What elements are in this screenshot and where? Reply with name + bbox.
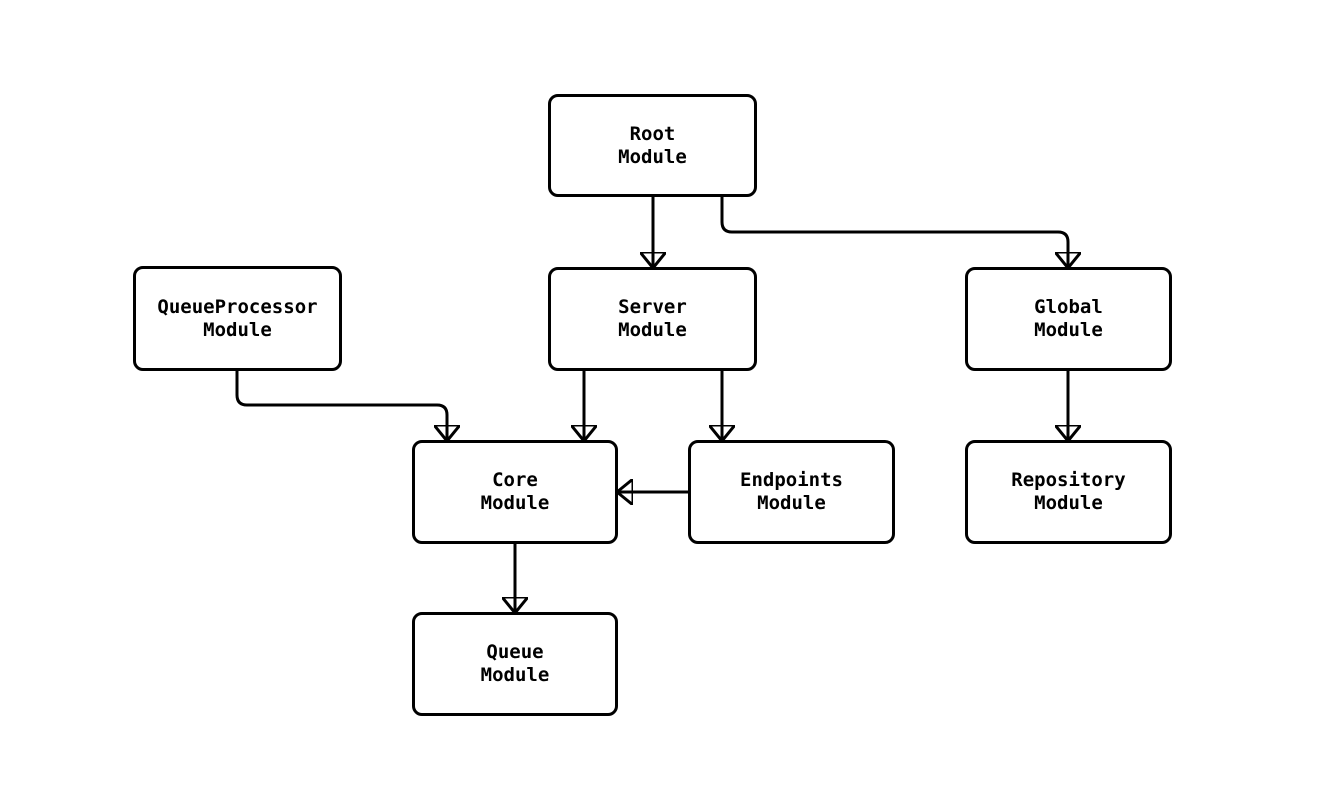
node-queue-module: Queue Module	[412, 612, 618, 716]
node-queueprocessor-module: QueueProcessor Module	[133, 266, 342, 371]
node-label-line1: Global	[1034, 296, 1103, 318]
node-label-line2: Module	[757, 492, 826, 514]
node-label-line1: Queue	[486, 641, 544, 663]
node-label-line1: QueueProcessor	[157, 295, 318, 318]
node-label-line1: Core	[492, 469, 538, 491]
node-label-line2: Module	[203, 318, 272, 341]
node-label-line2: Module	[480, 492, 550, 514]
node-global-module: Global Module	[965, 267, 1172, 371]
node-server-module: Server Module	[548, 267, 757, 371]
edge-root-to-global	[720, 197, 1068, 267]
node-label-line1: Endpoints	[740, 469, 843, 491]
node-label-line1: Server	[618, 296, 687, 318]
node-root-module: Root Module	[548, 94, 757, 197]
node-label-line1: Root	[629, 122, 676, 145]
node-core-module: Core Module	[412, 440, 618, 544]
node-endpoints-module: Endpoints Module	[688, 440, 895, 544]
node-label-line2: Module	[618, 319, 687, 341]
node-label-line1: Repository	[1011, 469, 1126, 491]
node-label-line2: Module	[1034, 492, 1103, 514]
node-label-line2: Module	[480, 664, 550, 686]
node-label-line2: Module	[618, 145, 687, 168]
node-label-line2: Module	[1034, 319, 1103, 341]
node-repository-module: Repository Module	[965, 440, 1172, 544]
edge-queueprocessor-to-core	[235, 371, 447, 440]
